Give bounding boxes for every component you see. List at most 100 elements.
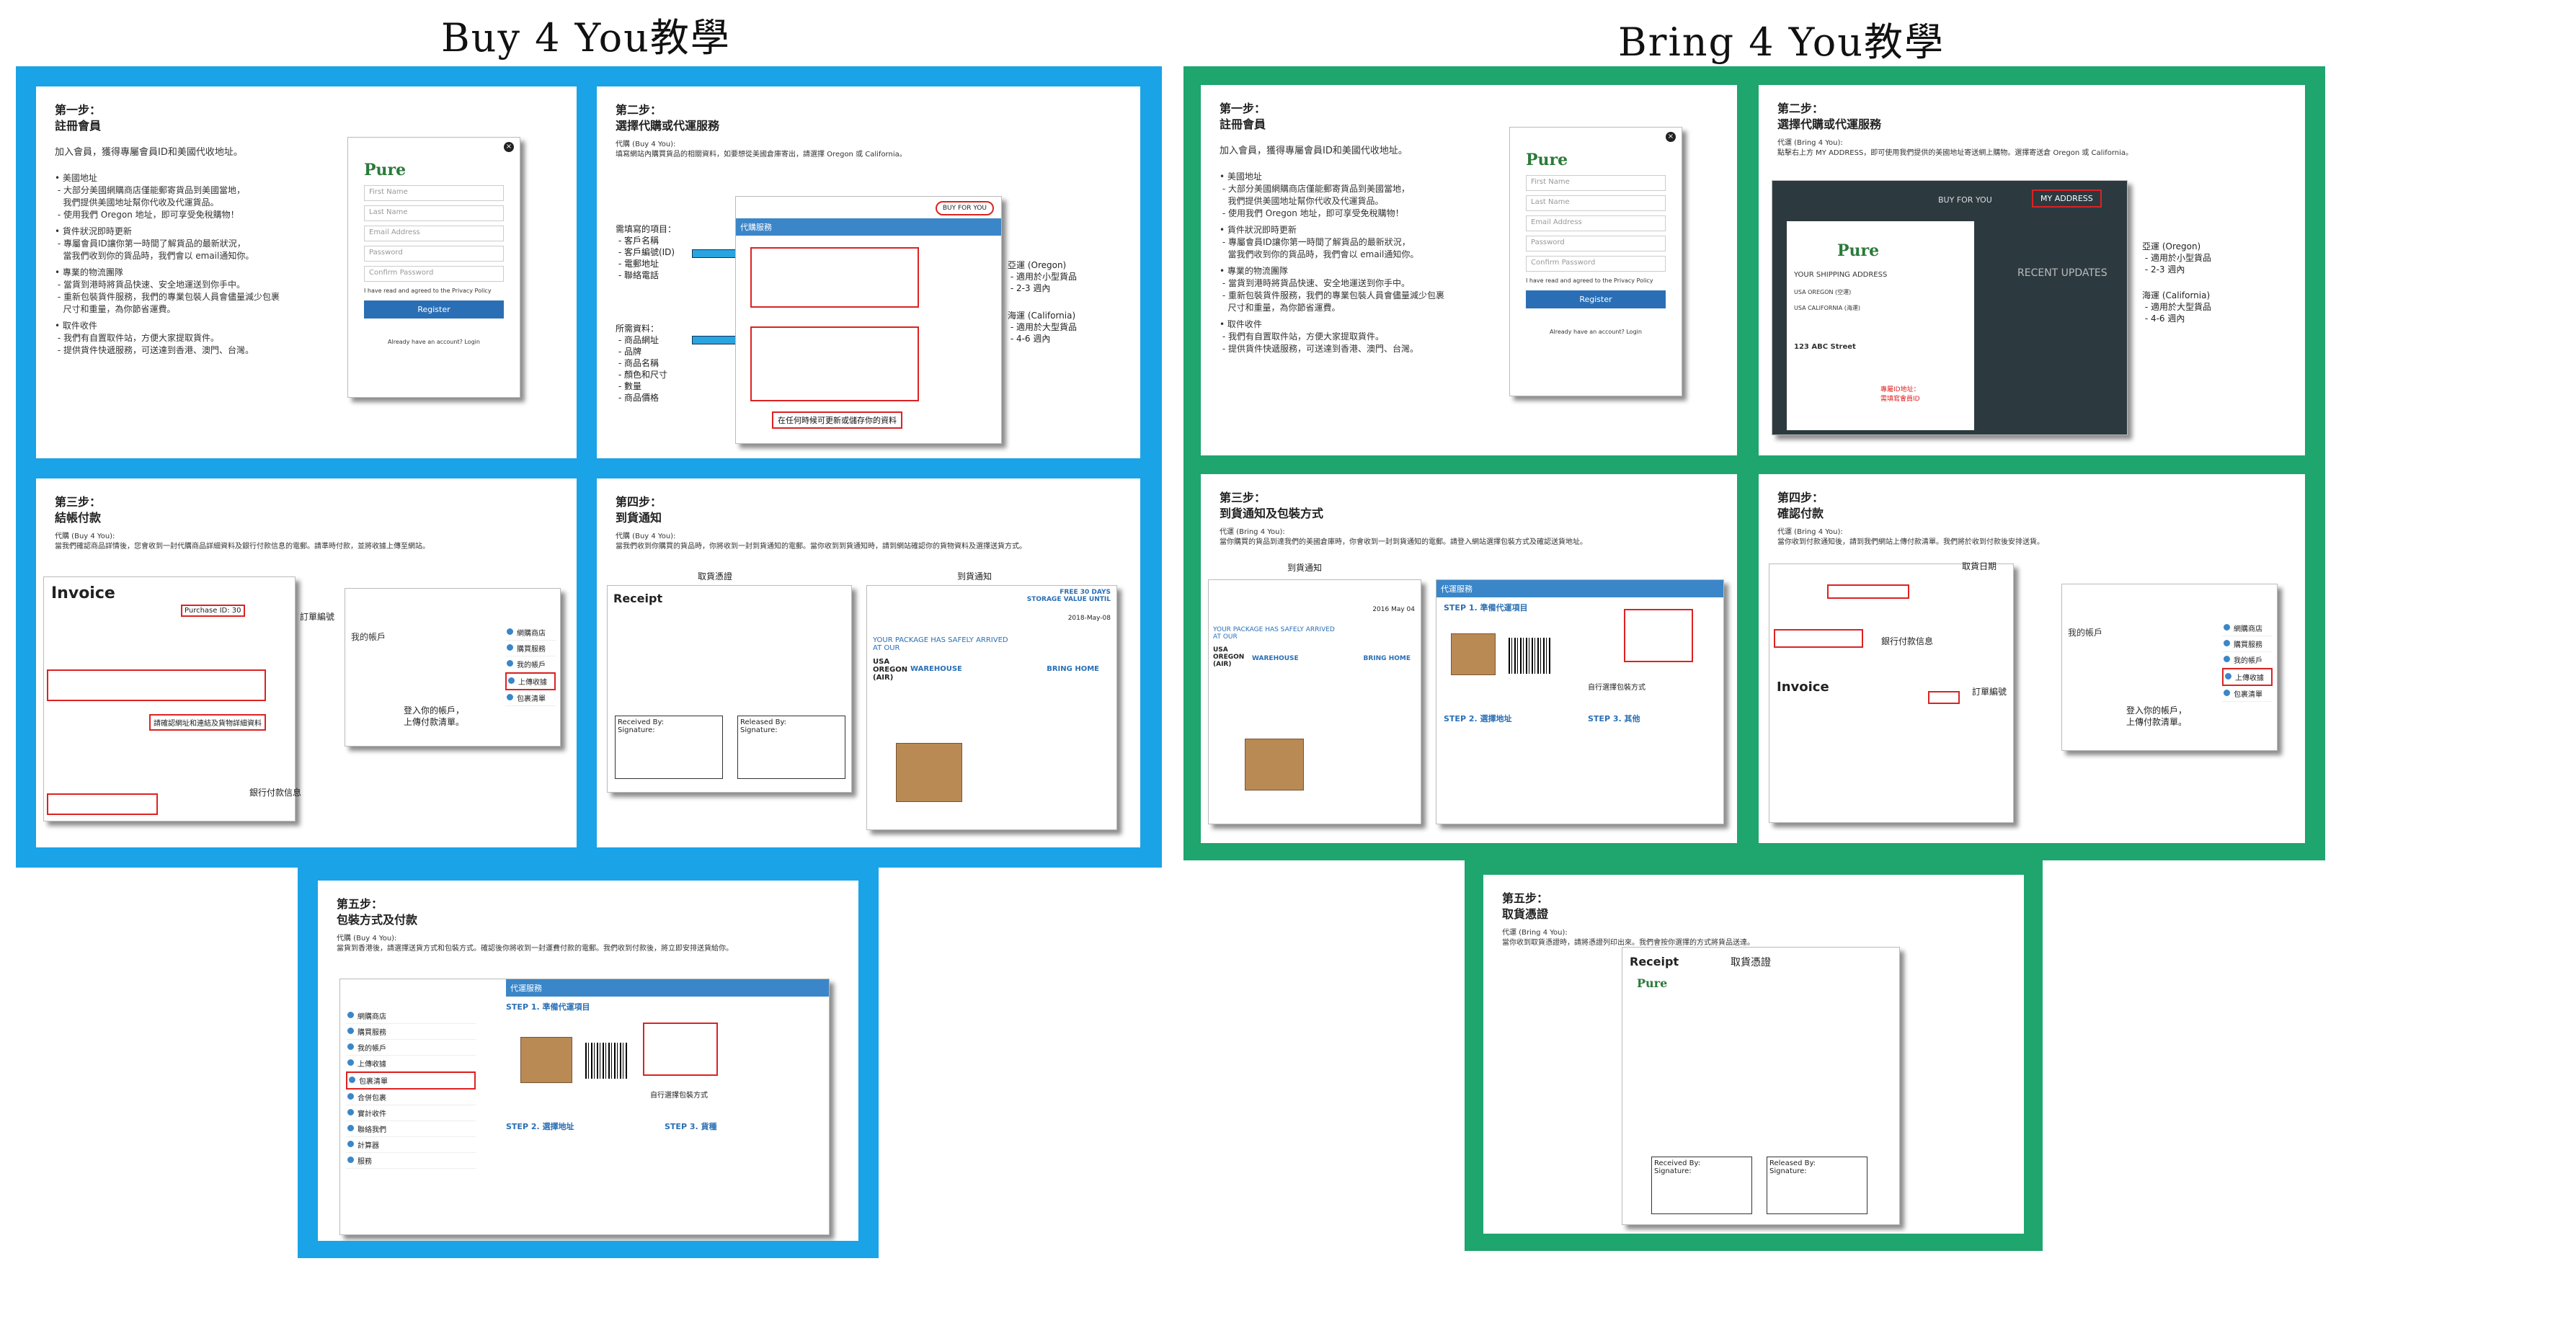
menu-item[interactable]: 我的帳戶 [2222,652,2273,668]
link-box [47,669,266,701]
step-intro: 加入會員，獲得專屬會員ID和美國代收地址。 [55,147,243,158]
email-field[interactable]: Email Address [1526,215,1666,231]
step-body: 代購 (Buy 4 You): 當貨到香港後，請選擇送貨方式和包裝方式。確認後你… [337,935,733,953]
order-label: 訂單編號 [1972,687,2007,697]
confirm-password-field[interactable]: Confirm Password [1526,256,1666,272]
menu-item[interactable]: 包裹清單 [346,1072,476,1090]
step-body: 代購 (Buy 4 You): 填寫網站內購買貨品的相關資料，如要想從美國倉庫寄… [616,141,907,159]
email-field[interactable]: Email Address [364,226,504,241]
register-button[interactable]: Register [1526,290,1666,308]
barcode-image [585,1043,629,1079]
account-title: 我的帳戶 [351,632,386,642]
menu-item[interactable]: 購買服務 [505,641,556,656]
step-body: 代運 (Bring 4 You): 當你收到取貨憑證時，請將憑證列印出來。我們會… [1502,929,1754,947]
step3-label: STEP 3. 貨種 [665,1122,717,1131]
step-title: 第四步： 確認付款 [1777,491,1824,520]
order-box [1928,691,1960,704]
side-menu: 網購商店 購買服務 我的帳戶 上傳收據 包裹清單 [2222,620,2273,702]
menu-item[interactable]: 上傳收據 [505,672,556,690]
pure-logo: Pure [1837,241,1880,260]
register-form: × Pure First Name Last Name Email Addres… [1509,127,1682,396]
privacy-checkbox[interactable]: I have read and agreed to the Privacy Po… [364,288,492,294]
invoice-title: Invoice [1777,680,1829,695]
side-menu: 網購商店 購買服務 我的帳戶 上傳收據 包裹清單 合併包裹 實計收件 聯絡我們 … [346,1008,476,1169]
account-title: 我的帳戶 [2068,628,2103,638]
link-note: 請確認網址和連結及貨物詳細資料 [149,714,266,731]
my-address-button[interactable]: MY ADDRESS [2032,190,2102,208]
barcode-image [1509,638,1552,674]
menu-item[interactable]: 網購商店 [346,1008,476,1024]
step-title: 第三步： 到貨通知及包裝方式 [1220,491,1324,520]
menu-item[interactable]: 上傳收據 [346,1056,476,1072]
close-icon[interactable]: × [504,142,514,152]
customer-fields-box [750,247,919,308]
menu-item[interactable]: 合併包裹 [346,1090,476,1105]
step-title: 第三步： 結帳付款 [55,495,102,525]
step-body: 代購 (Buy 4 You): 當我們確認商品詳情後，您會收到一封代購商品詳細資… [55,533,430,551]
first-name-field[interactable]: First Name [364,185,504,201]
bullet: • 美國地址 - 大部分美國網購商店僅能郵寄貨品到美國當地， 我們提供美國地址幫… [55,173,245,220]
released-by-box: Released By: Signature: [1767,1157,1867,1214]
first-name-field[interactable]: First Name [1526,175,1666,191]
menu-item[interactable]: 包裹清單 [505,690,556,706]
menu-item[interactable]: 服務 [346,1153,476,1169]
street-address: 123 ABC Street [1794,343,1856,351]
bank-box [1774,629,1863,648]
password-field[interactable]: Password [1526,236,1666,251]
login-link[interactable]: Already have an account? Login [388,339,480,345]
receipt-title: Receipt [613,592,663,605]
received-by-box: Received By: Signature: [1651,1157,1752,1214]
menu-item[interactable]: 包裹清單 [2222,686,2273,702]
package-image [896,743,962,802]
arrival-date: 2016 May 04 [1372,606,1415,613]
bring-title: Bring 4 You教學 [1618,19,1945,65]
upload-note: 登入你的帳戶， 上傳付款清單。 [2126,705,2188,727]
register-button[interactable]: Register [364,300,504,318]
last-name-field[interactable]: Last Name [364,205,504,221]
bullet: • 取件收件 - 我們有自置取件站，方便大家提取貨件。 - 提供貨件快遞服務，可… [1220,319,1418,354]
bring-step4-panel: 第四步： 確認付款 代運 (Bring 4 You): 當你收到付款通知後，請到… [1759,474,2305,843]
menu-item[interactable]: 購買服務 [346,1024,476,1040]
purchase-id: Purchase ID: 30 [181,605,245,617]
password-field[interactable]: Password [364,246,504,262]
menu-item[interactable]: 網購商店 [505,625,556,641]
california-option[interactable]: USA CALIFORNIA (海運) [1794,305,1861,311]
warehouse-location: USA OREGON (AIR) [873,658,908,682]
step-body: 代運 (Bring 4 You): 當你收到付款通知後，請到我們網站上傳付款清單… [1777,528,2044,546]
menu-item[interactable]: 計算器 [346,1137,476,1153]
close-icon[interactable]: × [1666,132,1676,142]
arrival-heading: YOUR PACKAGE HAS SAFELY ARRIVED AT OUR [873,636,1008,652]
oregon-option[interactable]: USA OREGON (空運) [1794,289,1852,295]
step-title: 第四步： 到貨通知 [616,495,662,525]
arrival-screenshot: 2016 May 04 YOUR PACKAGE HAS SAFELY ARRI… [1208,579,1421,824]
warehouse-location: USA OREGON (AIR) [1213,646,1245,668]
service-header: 代購服務 [736,218,1001,236]
pure-logo: Pure [364,161,407,179]
menu-item[interactable]: 我的帳戶 [346,1040,476,1056]
menu-item[interactable]: 網購商店 [2222,620,2273,636]
last-name-field[interactable]: Last Name [1526,195,1666,211]
arrival-label: 到貨通知 [1287,563,1323,573]
menu-item[interactable]: 我的帳戶 [505,656,556,672]
id-note: 專屬ID地址： 需填寫會員ID [1880,384,1920,403]
packing-note: 自行選擇包裝方式 [650,1092,708,1100]
privacy-checkbox[interactable]: I have read and agreed to the Privacy Po… [1526,277,1653,284]
buy-for-you-button[interactable]: BUY FOR YOU [935,201,994,215]
login-link[interactable]: Already have an account? Login [1550,329,1642,335]
step-title: 第一步： 註冊會員 [1220,102,1266,131]
california-note: 海運 (California) - 適用於大型貨品 - 4-6 週內 [2142,290,2211,324]
menu-item[interactable]: 實計收件 [346,1105,476,1121]
confirm-password-field[interactable]: Confirm Password [364,266,504,282]
buy-for-you-tab[interactable]: BUY FOR YOU [1938,195,1992,205]
menu-item[interactable]: 聯絡我們 [346,1121,476,1137]
menu-item[interactable]: 上傳收據 [2222,668,2273,686]
invoice-title: Invoice [51,584,115,602]
arrival-screenshot: FREE 30 DAYS STORAGE VALUE UNTIL 2018-Ma… [866,585,1117,830]
bullet: • 美國地址 - 大部分美國網購商店僅能郵寄貨品到美國當地， 我們提供美國地址幫… [1220,172,1410,218]
step2-label: STEP 2. 選擇地址 [1444,714,1512,723]
bank-label: 銀行付款信息 [249,788,302,798]
account-screenshot: 我的帳戶 網購商店 購買服務 我的帳戶 上傳收據 包裹清單 [2061,584,2278,751]
menu-item[interactable]: 購買服務 [2222,636,2273,652]
pure-logo: Pure [1526,151,1568,169]
buy-title: Buy 4 You教學 [441,15,731,61]
